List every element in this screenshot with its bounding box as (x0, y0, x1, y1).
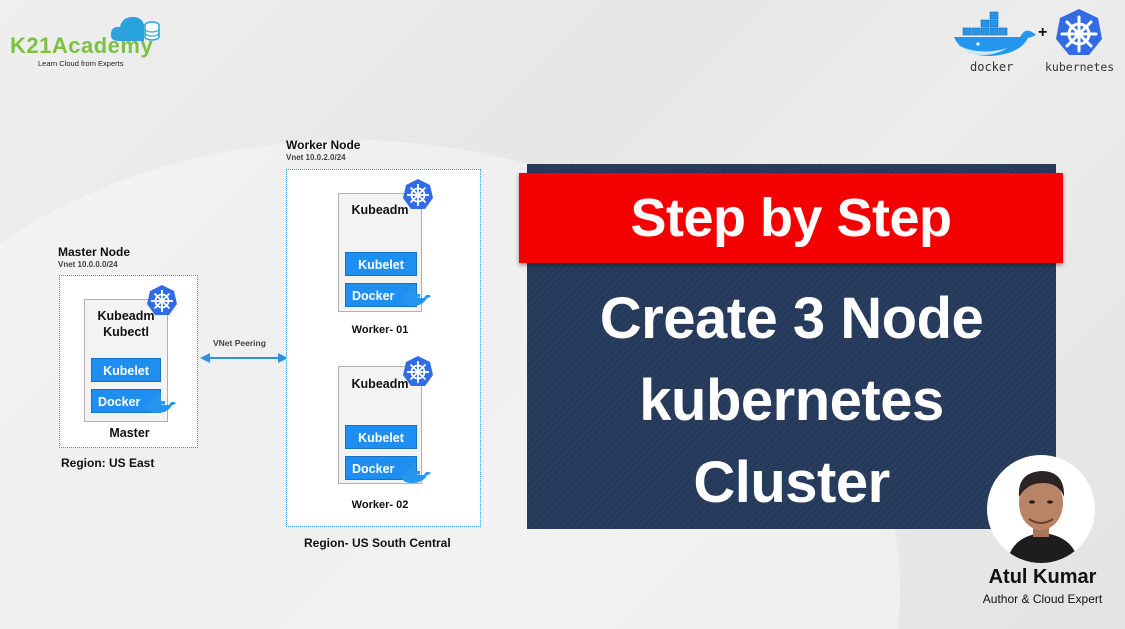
logo-tagline: Learn Cloud from Experts (38, 59, 124, 68)
docker-whale-icon (145, 393, 176, 413)
vm-title-kubeadm: Kubeadm (97, 309, 155, 323)
docker-whale-icon (400, 463, 431, 483)
vm-title-kubectl: Kubectl (103, 325, 149, 339)
master-region: Region: US East (61, 456, 155, 470)
docker-whale-icon (400, 286, 431, 306)
vm-title: Kubeadm (351, 377, 409, 391)
docker-label: docker (970, 60, 1014, 74)
worker-vnet-box: Kubeadm Kubelet Docker Worker- 01 Kubead… (286, 169, 481, 527)
headline-line-2: kubernetes (639, 368, 944, 433)
master-node-title: Master Node (58, 245, 131, 259)
author-name: Atul Kumar (988, 566, 1097, 588)
kubernetes-icon (147, 285, 177, 315)
vm-title: Kubeadm (351, 203, 409, 217)
banner-text: Step by Step (630, 188, 952, 248)
kubelet-component: Kubelet (91, 358, 161, 382)
headline-line-1: Create 3 Node (599, 286, 984, 351)
plus-sign: + (1038, 24, 1048, 41)
peering-arrow-icon (200, 353, 288, 363)
author-avatar (987, 455, 1095, 563)
k21academy-logo: K21Academy Learn Cloud from Experts (10, 8, 170, 68)
kubernetes-icon (403, 356, 433, 386)
step-by-step-banner: Step by Step (519, 173, 1063, 263)
cloud-database-icon (110, 17, 160, 41)
vnet-peering-label: VNet Peering (213, 338, 266, 348)
worker-01-label: Worker- 01 (351, 324, 409, 336)
author-photo-icon (1007, 471, 1079, 563)
worker-vnet-label: Vnet 10.0.2.0/24 (286, 153, 346, 162)
headline-line-3: Cluster (693, 450, 890, 515)
kubelet-component: Kubelet (345, 425, 417, 449)
worker-node-title: Worker Node (286, 138, 361, 152)
docker-logo-icon (954, 11, 1036, 56)
logo-text: K21Academy (10, 33, 154, 58)
master-vnet-label: Vnet 10.0.0.0/24 (58, 260, 118, 269)
worker-02-vm: Kubeadm Kubelet Docker (338, 366, 422, 484)
kubernetes-logo-icon (1056, 9, 1102, 55)
kubernetes-icon (403, 179, 433, 209)
master-label: Master (109, 426, 150, 440)
worker-region: Region- US South Central (304, 536, 451, 550)
worker-02-label: Worker- 02 (351, 499, 409, 511)
kubernetes-label: kubernetes (1045, 60, 1115, 74)
headline: Create 3 Node kubernetes Cluster (527, 278, 1056, 524)
brand-logos: + docker kubernetes (948, 6, 1123, 74)
author-role: Author & Cloud Expert (982, 592, 1103, 606)
kubelet-component: Kubelet (345, 252, 417, 276)
